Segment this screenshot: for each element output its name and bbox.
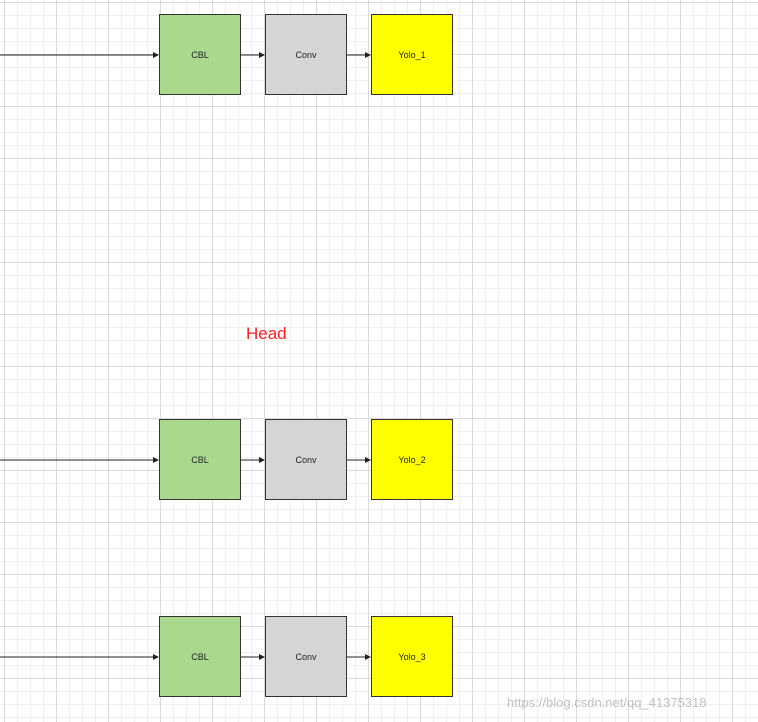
yolo-block-row-2: Yolo_2 bbox=[371, 419, 453, 500]
yolo-block-row-1: Yolo_1 bbox=[371, 14, 453, 95]
conv-block-row-2: Conv bbox=[265, 419, 347, 500]
watermark: https://blog.csdn.net/qq_41375318 bbox=[507, 695, 707, 710]
conv-block-row-1: Conv bbox=[265, 14, 347, 95]
conv-block-row-3: Conv bbox=[265, 616, 347, 697]
yolo-block-row-3: Yolo_3 bbox=[371, 616, 453, 697]
cbl-block-row-2: CBL bbox=[159, 419, 241, 500]
cbl-block-row-1: CBL bbox=[159, 14, 241, 95]
cbl-block-row-3: CBL bbox=[159, 616, 241, 697]
head-label: Head bbox=[246, 324, 287, 343]
